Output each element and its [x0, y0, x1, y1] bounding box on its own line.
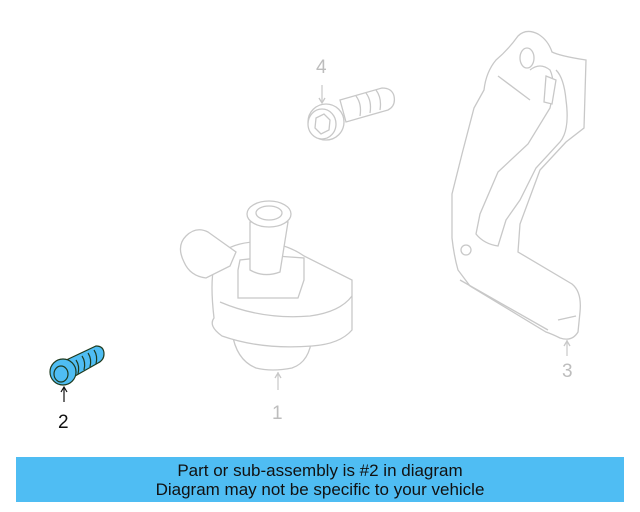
banner-line-part-reference: Part or sub-assembly is #2 in diagram [177, 461, 463, 480]
banner-line-disclaimer: Diagram may not be specific to your vehi… [155, 480, 485, 499]
bolt-part-2[interactable] [49, 345, 105, 402]
callout-label-2[interactable]: 2 [58, 412, 69, 433]
callout-label-3[interactable]: 3 [562, 361, 573, 382]
info-banner: Part or sub-assembly is #2 in diagram Di… [16, 457, 624, 502]
callout-label-4[interactable]: 4 [316, 57, 327, 78]
callout-label-1[interactable]: 1 [272, 403, 283, 424]
bolt-part-4[interactable] [307, 85, 396, 141]
bracket-part-3[interactable] [451, 30, 587, 356]
water-pump-part-1[interactable] [179, 200, 353, 390]
